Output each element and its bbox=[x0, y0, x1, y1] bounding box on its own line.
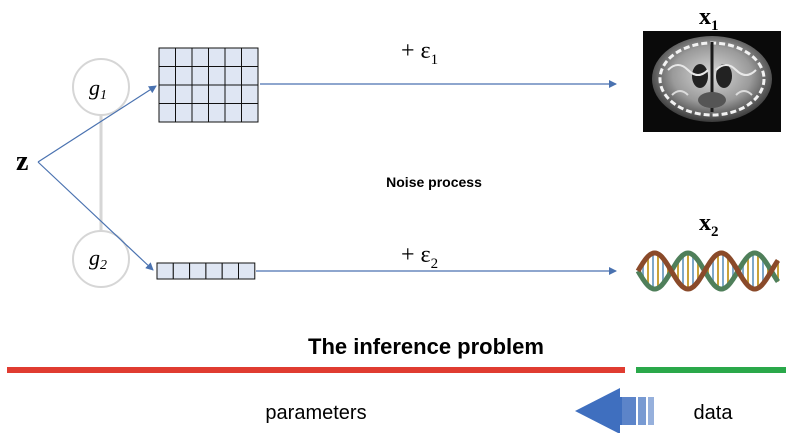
matrix-cell bbox=[241, 103, 259, 123]
inference-arrow-icon bbox=[575, 388, 654, 433]
latent-z-label: z bbox=[16, 146, 28, 177]
matrix-cell bbox=[175, 47, 193, 67]
arrow-z-to-bottom-matrix bbox=[37, 161, 154, 271]
noise-term-eps1: + ε1 bbox=[401, 38, 438, 68]
matrix-cell bbox=[238, 262, 256, 280]
matrix-cell bbox=[221, 262, 239, 280]
parameters-bar bbox=[7, 367, 625, 373]
matrix-cell bbox=[205, 262, 223, 280]
matrix-cell bbox=[172, 262, 191, 280]
x2-label: x2 bbox=[699, 210, 719, 240]
matrix-cell bbox=[158, 103, 176, 123]
matrix-cell bbox=[241, 84, 259, 104]
matrix-cell bbox=[158, 47, 176, 67]
g2-label: g2 bbox=[89, 245, 107, 273]
parameters-label: parameters bbox=[265, 402, 366, 424]
matrix-cell bbox=[224, 103, 242, 123]
matrix-cell bbox=[208, 66, 226, 86]
matrix-cell bbox=[175, 84, 193, 104]
data-label: data bbox=[694, 402, 734, 424]
matrix-cell bbox=[189, 262, 207, 280]
noise-process-label: Noise process bbox=[386, 174, 482, 190]
matrix-cell bbox=[191, 84, 209, 104]
noise-term-eps2: + ε2 bbox=[401, 242, 438, 272]
matrix-cell bbox=[224, 66, 242, 86]
arrow-z-to-top-matrix bbox=[37, 85, 157, 163]
matrix-cell bbox=[208, 47, 226, 67]
matrix-cell bbox=[175, 103, 193, 123]
matrix-cell bbox=[241, 47, 259, 67]
matrix-cell bbox=[158, 66, 176, 86]
matrix-cell bbox=[156, 262, 174, 280]
matrix-cell bbox=[208, 103, 226, 123]
top-parameter-matrix bbox=[158, 47, 259, 123]
generator-node-g2: g2 bbox=[72, 230, 130, 288]
matrix-cell bbox=[224, 47, 242, 67]
matrix-cell bbox=[158, 84, 176, 104]
matrix-cell bbox=[191, 66, 209, 86]
generator-node-g1: g1 bbox=[72, 58, 130, 116]
matrix-cell bbox=[175, 66, 193, 86]
brain-mri-image bbox=[643, 31, 781, 132]
data-bar bbox=[636, 367, 786, 373]
matrix-cell bbox=[191, 47, 209, 67]
matrix-cell bbox=[191, 103, 209, 123]
inference-title: The inference problem bbox=[308, 334, 544, 359]
matrix-cell bbox=[241, 66, 259, 86]
x1-label: x1 bbox=[699, 4, 719, 34]
dna-helix-image bbox=[635, 250, 781, 292]
matrix-cell bbox=[208, 84, 226, 104]
matrix-cell bbox=[224, 84, 242, 104]
bottom-parameter-vector bbox=[156, 262, 256, 280]
g1-label: g1 bbox=[89, 75, 107, 103]
